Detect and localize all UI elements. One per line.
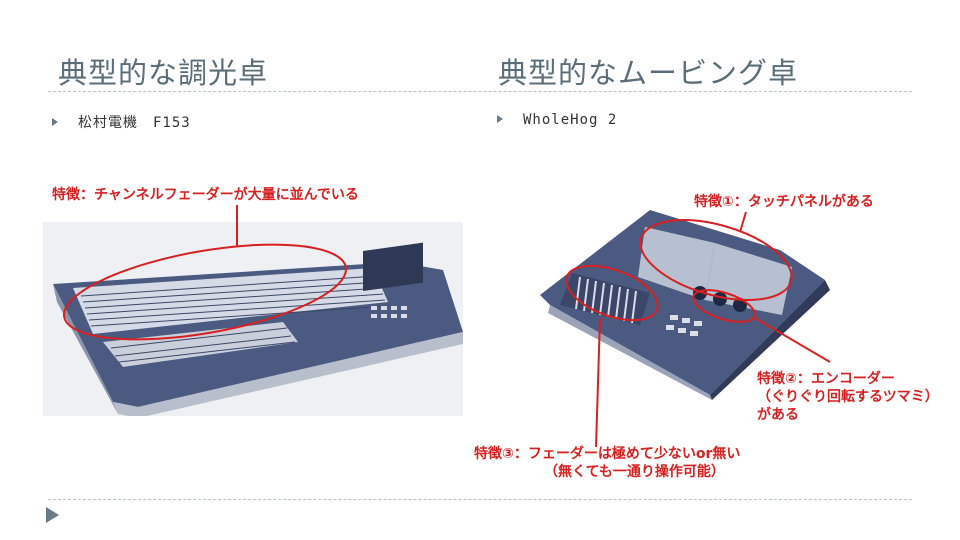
divider-bottom bbox=[48, 499, 912, 500]
annotation-feature-3-line-1: 特徴③：フェーダーは極めて少ないor無い bbox=[474, 446, 741, 462]
title-right: 典型的なムービング卓 bbox=[498, 56, 799, 90]
bullet-right-text: WholeHog 2 bbox=[523, 112, 618, 128]
divider-top bbox=[48, 91, 912, 92]
annotation-feature-1: 特徴①：タッチパネルがある bbox=[694, 194, 874, 210]
annotation-feature-2: 特徴②：エンコーダー （ぐりぐり回転するツマミ） がある bbox=[757, 370, 939, 424]
bullet-left-text: 松村電機 F153 bbox=[78, 115, 191, 131]
fader-small-highlight-ellipse bbox=[565, 264, 659, 322]
slide-marker-icon bbox=[46, 507, 59, 523]
dimmer-console-image bbox=[43, 222, 463, 416]
bullet-arrow-icon bbox=[52, 118, 58, 126]
bullet-right: WholeHog 2 bbox=[497, 112, 617, 128]
touchscreen-highlight-ellipse bbox=[639, 219, 793, 301]
leader-line bbox=[595, 317, 601, 448]
fader-highlight-ellipse bbox=[62, 243, 348, 341]
annotation-feature-2-line-2: （ぐりぐり回転するツマミ） bbox=[757, 389, 939, 405]
annotation-feature-3: 特徴③：フェーダーは極めて少ないor無い （無くても一通り操作可能） bbox=[474, 445, 740, 481]
leader-line bbox=[739, 211, 747, 233]
annotation-feature-2-line-3: がある bbox=[757, 407, 799, 423]
bullet-arrow-icon bbox=[497, 115, 503, 123]
annotation-feature-3-line-2: （無くても一通り操作可能） bbox=[544, 464, 725, 480]
encoder-highlight-ellipse bbox=[692, 289, 756, 323]
annotation-left-feature: 特徴：チャンネルフェーダーが大量に並んでいる bbox=[52, 187, 359, 203]
annotation-feature-2-line-1: 特徴②：エンコーダー bbox=[757, 371, 895, 387]
leader-line bbox=[754, 317, 831, 363]
title-left: 典型的な調光卓 bbox=[58, 56, 269, 90]
bullet-left: 松村電機 F153 bbox=[52, 112, 191, 132]
